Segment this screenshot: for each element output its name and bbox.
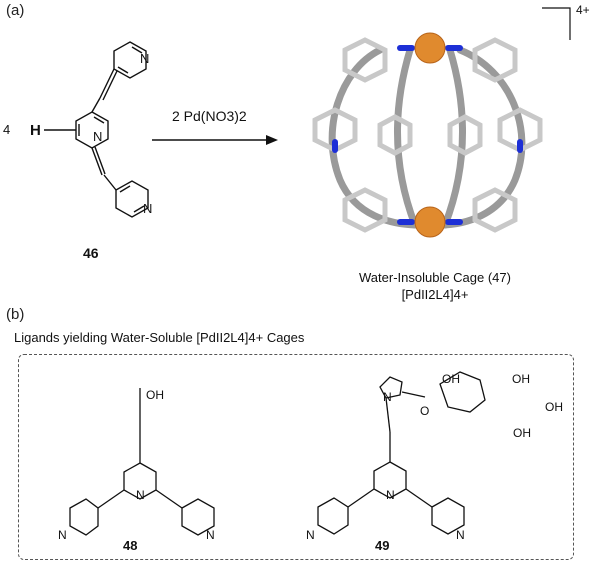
n-atom-bottom: N [143,201,153,216]
ligand-49-number: 49 [375,538,390,553]
ligand-48-number: 48 [123,538,138,553]
reagent-label: 2 Pd(NO3)2 [172,108,247,124]
ligand-49-structure [317,371,486,535]
ligand-49-n-left: N [306,528,315,542]
cage-caption-line2: [PdII2L4]4+ [401,287,469,302]
stoichiometry-label: 4 [3,122,11,137]
ligand-49-o-ring: O [420,404,430,418]
ligands-box [18,354,574,560]
cage-caption-line1: Water-Insoluble Cage (47) [359,270,511,285]
ligand-48-n-right: N [206,528,215,542]
ligand-49-oh-4: OH [513,426,531,440]
panel-b-title: Ligands yielding Water-Soluble [PdII2L4]… [14,330,305,345]
pd-atom-bottom [414,206,446,238]
ligand-49-oh-2: OH [512,372,530,386]
ligand-49-ho-1: OH [442,372,460,386]
ligand-48-n-left: N [58,528,67,542]
ligand-48-oh: OH [146,388,164,402]
panel-b-label: (b) [6,306,25,323]
ligand-49-oh-3: OH [545,400,563,414]
charge-bracket [542,7,571,40]
n-atom-center: N [93,129,103,144]
ligand-49-n-triazole: N [383,390,392,404]
n-atom-top: N [140,51,150,66]
ligand-48-structure [69,388,215,536]
cage-charge: 4+ [576,3,590,17]
panel-a-label: (a) [6,2,25,19]
ligand-46-number: 46 [83,245,99,261]
ligand-46-structure [44,41,149,218]
ligand-48-n-center: N [136,488,145,502]
pd-atom-top [414,32,446,64]
reaction-arrow [152,135,278,145]
cage-model [312,32,543,238]
ligand-49-n-right: N [456,528,465,542]
h-atom: H [30,122,41,139]
ligand-49-n-center: N [386,488,395,502]
